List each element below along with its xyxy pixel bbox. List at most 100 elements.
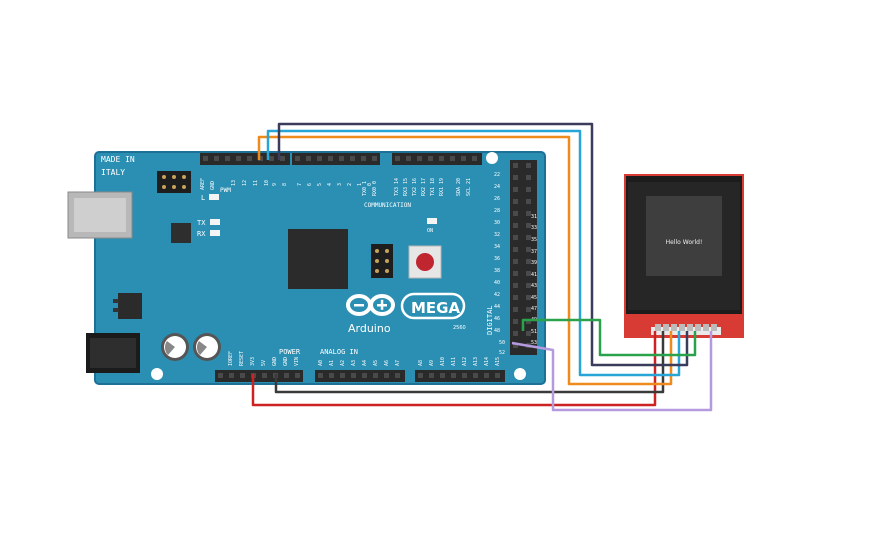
- pin-hole: [229, 373, 234, 378]
- power-jack-shade: [90, 338, 136, 368]
- pin-label: 3V3: [250, 357, 256, 366]
- pin-hole: [284, 373, 289, 378]
- pin-hole: [339, 156, 344, 161]
- pin-hole: [513, 331, 518, 336]
- led-rx: [210, 230, 220, 236]
- pin-hole: [513, 223, 518, 228]
- pin-hole: [513, 211, 518, 216]
- led-l: [209, 194, 219, 200]
- pin-hole: [329, 373, 334, 378]
- capacitor: [161, 333, 189, 361]
- pin-hole: [417, 156, 422, 161]
- pin-label: 40: [494, 280, 500, 286]
- mounting-hole: [151, 368, 163, 380]
- pin-hole: [451, 373, 456, 378]
- pin-hole: [240, 373, 245, 378]
- pin-hole: [236, 156, 241, 161]
- lcd-screen-glare: [646, 196, 722, 276]
- pin-hole: [295, 156, 300, 161]
- pin-hole: [513, 283, 518, 288]
- pin-label: IOREF: [228, 351, 234, 366]
- pin-label: 33: [531, 225, 537, 231]
- pin-label: A5: [373, 360, 379, 366]
- pin-label: 24: [494, 184, 500, 190]
- pin-label: 32: [494, 232, 500, 238]
- pin-hole: [295, 373, 300, 378]
- capacitor: [193, 333, 221, 361]
- pin-label: TX1 18: [430, 178, 436, 196]
- pin-label: A6: [384, 360, 390, 366]
- pin-hole: [214, 156, 219, 161]
- arduino-brand-label: Arduino: [348, 322, 391, 335]
- pin-label: 11: [253, 180, 259, 186]
- mega-badge: [400, 292, 466, 320]
- pin-label: A14: [484, 357, 490, 366]
- header-top-left: [200, 153, 290, 165]
- pin-hole: [340, 373, 345, 378]
- header-analog-1: [315, 370, 405, 382]
- pin-label: 44: [494, 304, 500, 310]
- pin-hole: [484, 373, 489, 378]
- mounting-hole: [514, 368, 526, 380]
- wire-red: [251, 331, 657, 407]
- rx-label: RX: [197, 230, 206, 238]
- pin-label: RESET: [239, 351, 245, 366]
- pin-hole: [439, 156, 444, 161]
- header-analog-2: [415, 370, 505, 382]
- pin-hole: [317, 156, 322, 161]
- pin-label: GND: [272, 357, 278, 366]
- pin-label: TX3 14: [394, 178, 400, 196]
- reset-button-cap[interactable]: [416, 253, 434, 271]
- pin-label: 35: [531, 237, 537, 243]
- pin-label: 0: [367, 183, 373, 186]
- pin-hole: [247, 156, 252, 161]
- pin-hole: [418, 373, 423, 378]
- wire-blue: [266, 129, 681, 377]
- lcd-message: Hello World!: [666, 239, 703, 246]
- pin-hole: [472, 156, 477, 161]
- pin-hole: [513, 343, 518, 348]
- pin-hole: [440, 373, 445, 378]
- wires: [251, 122, 713, 412]
- pin-hole: [513, 175, 518, 180]
- wire-purple: [511, 331, 713, 412]
- pin-label: A4: [362, 360, 368, 366]
- pin-hole: [513, 187, 518, 192]
- pin-hole: [513, 271, 518, 276]
- pin-hole: [318, 373, 323, 378]
- mega-label: MEGA: [411, 299, 460, 317]
- microcontroller-chip: [288, 229, 348, 289]
- pin-hole: [280, 156, 285, 161]
- pin-label: 3: [337, 183, 343, 186]
- pin-label: 30: [494, 220, 500, 226]
- pin-hole: [262, 373, 267, 378]
- arduino-mega-board: MADE IN ITALY PWM L TX RX ON COMMUNICATI…: [67, 151, 546, 385]
- pwm-label: PWM: [220, 187, 231, 194]
- pin-label: 52: [499, 350, 505, 356]
- pin-hole: [526, 259, 531, 264]
- pin-label: SCL 21: [466, 178, 472, 196]
- made-in-label: MADE IN: [101, 155, 135, 164]
- pin-label: A2: [340, 360, 346, 366]
- pin-label: 6: [307, 183, 313, 186]
- pin-label: A12: [462, 357, 468, 366]
- pin-hole: [526, 283, 531, 288]
- pin-label: RX1 19: [439, 178, 445, 196]
- pin-hole: [526, 187, 531, 192]
- pin-label: 53: [531, 340, 537, 346]
- pin-label: A1: [329, 360, 335, 366]
- pin-hole: [328, 156, 333, 161]
- pin-label: 9: [272, 183, 278, 186]
- pin-label: A13: [473, 357, 479, 366]
- pin-label: 5V: [261, 360, 267, 366]
- pin-hole: [429, 373, 434, 378]
- pin-hole: [351, 373, 356, 378]
- digital-label: DIGITAL: [486, 305, 494, 335]
- pin-label: A0: [318, 360, 324, 366]
- header-top-mid: [292, 153, 380, 165]
- pin-hole: [373, 373, 378, 378]
- pin-hole: [513, 259, 518, 264]
- pin-hole: [258, 156, 263, 161]
- pin-hole: [526, 211, 531, 216]
